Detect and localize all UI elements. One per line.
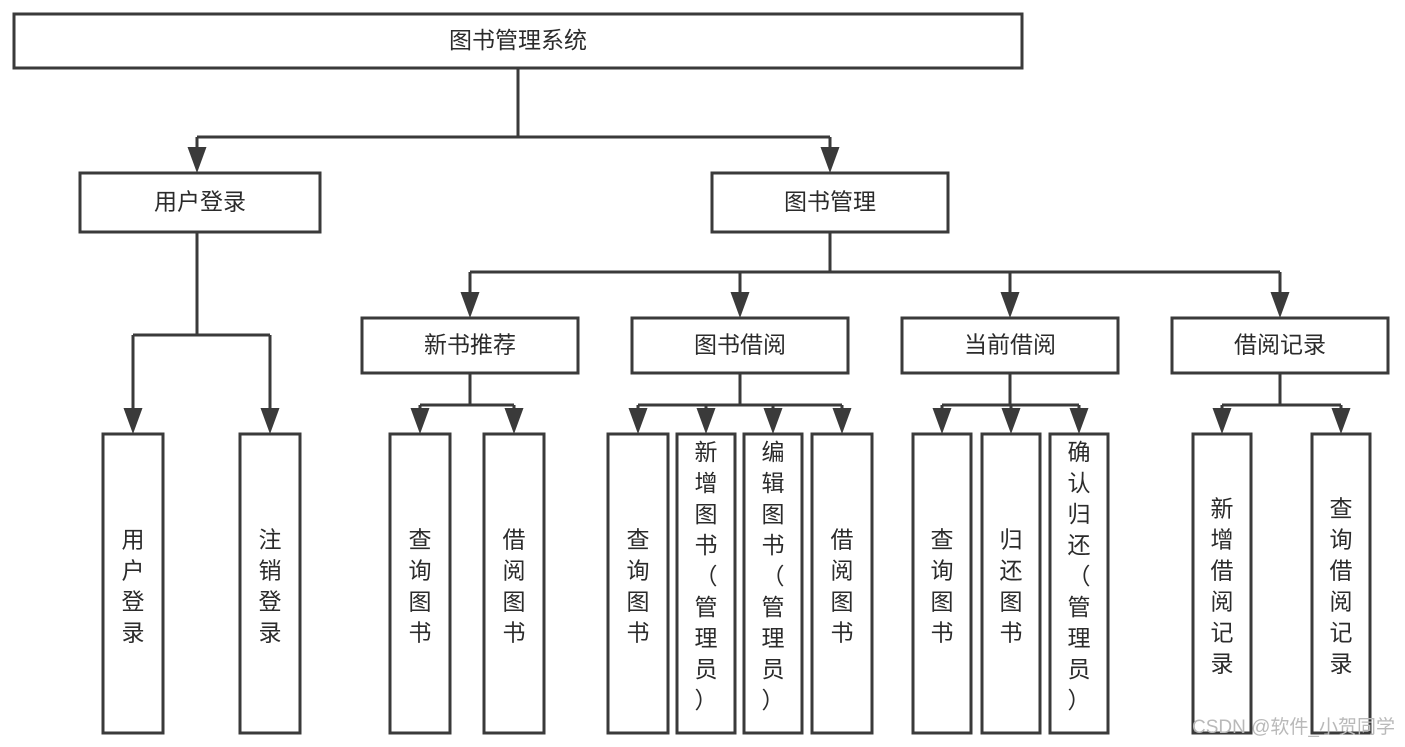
node-leaf-add-book[interactable]: 新增图书（管理员） (675, 432, 737, 735)
level1-drop-0-arrowhead (187, 147, 207, 173)
node-leaf-confirm-return-label: 确认归还（管理员） (1068, 439, 1091, 713)
book-mgmt-drop-2-arrowhead (1000, 292, 1020, 318)
node-leaf-edit-book-box[interactable] (742, 432, 804, 735)
node-leaf-return-book[interactable]: 归还图书 (980, 432, 1042, 735)
book-mgmt-drop-0-arrowhead (460, 292, 480, 318)
book-borrow-leaf-drop-0-arrowhead (628, 408, 648, 434)
node-book-borrow[interactable]: 图书借阅 (630, 316, 850, 375)
node-leaf-borrow-book-box[interactable] (810, 432, 874, 735)
node-leaf-confirm-return[interactable]: 确认归还（管理员） (1048, 432, 1110, 735)
current-borrow-leaf-drop-2-arrowhead (1069, 408, 1089, 434)
node-leaf-query-book-recommend-label: 查询图书 (409, 527, 432, 646)
node-root-label: 图书管理系统 (449, 27, 587, 53)
node-leaf-user-logout-box[interactable] (238, 432, 302, 735)
node-book-management-box[interactable] (710, 171, 950, 234)
node-leaf-user-login[interactable]: 用户登录 (101, 432, 165, 735)
node-book-management-label: 图书管理 (784, 189, 876, 215)
node-book-borrow-box[interactable] (630, 316, 850, 375)
node-leaf-user-login-label: 用户登录 (122, 527, 145, 646)
node-new-book-recommend[interactable]: 新书推荐 (360, 316, 580, 375)
node-borrow-record-label: 借阅记录 (1234, 332, 1326, 358)
node-borrow-record[interactable]: 借阅记录 (1170, 316, 1390, 375)
current-borrow-leaf-drop-1-arrowhead (1001, 408, 1021, 434)
node-current-borrow[interactable]: 当前借阅 (900, 316, 1120, 375)
node-leaf-borrow-book-recommend-label: 借阅图书 (503, 527, 526, 646)
book-borrow-leaf-drop-3-arrowhead (832, 408, 852, 434)
node-leaf-return-book-label: 归还图书 (1000, 527, 1023, 646)
node-leaf-edit-book[interactable]: 编辑图书（管理员） (742, 432, 804, 735)
node-leaf-query-book-recommend[interactable]: 查询图书 (388, 432, 452, 735)
node-leaf-borrow-book-recommend[interactable]: 借阅图书 (482, 432, 546, 735)
node-current-borrow-label: 当前借阅 (964, 332, 1056, 358)
node-leaf-query-book-current-label: 查询图书 (931, 527, 954, 646)
node-leaf-add-borrow-record-box[interactable] (1191, 432, 1253, 735)
node-new-book-recommend-label: 新书推荐 (424, 332, 516, 358)
watermark-label: CSDN @软件_小贺同学 (1192, 716, 1395, 738)
book-mgmt-drop-3-arrowhead (1270, 292, 1290, 318)
node-leaf-borrow-book[interactable]: 借阅图书 (810, 432, 874, 735)
node-user-login[interactable]: 用户登录 (78, 171, 322, 234)
node-root-box[interactable] (12, 12, 1024, 70)
node-user-login-box[interactable] (78, 171, 322, 234)
node-leaf-query-book-recommend-box[interactable] (388, 432, 452, 735)
node-leaf-edit-book-label: 编辑图书（管理员） (762, 439, 785, 713)
user-login-drop-1-arrowhead (260, 408, 280, 434)
node-leaf-borrow-book-label: 借阅图书 (831, 527, 854, 646)
node-leaf-query-borrow-record-box[interactable] (1310, 432, 1372, 735)
node-leaf-user-logout-label: 注销登录 (259, 527, 282, 646)
borrow-record-leaf-drop-0-arrowhead (1212, 408, 1232, 434)
node-leaf-query-book-borrow-label: 查询图书 (627, 527, 650, 646)
node-borrow-record-box[interactable] (1170, 316, 1390, 375)
node-leaf-query-borrow-record-label: 查询借阅记录 (1330, 496, 1353, 677)
node-leaf-query-book-borrow-box[interactable] (606, 432, 670, 735)
node-leaf-query-book-current-box[interactable] (911, 432, 973, 735)
current-borrow-leaf-drop-0-arrowhead (932, 408, 952, 434)
node-leaf-add-borrow-record-label: 新增借阅记录 (1211, 496, 1234, 677)
node-leaf-query-borrow-record[interactable]: 查询借阅记录 (1310, 432, 1372, 735)
new-book-recommend-leaf-drop-0-arrowhead (410, 408, 430, 434)
node-book-management[interactable]: 图书管理 (710, 171, 950, 234)
node-user-login-label: 用户登录 (154, 189, 246, 215)
node-leaf-add-book-box[interactable] (675, 432, 737, 735)
node-new-book-recommend-box[interactable] (360, 316, 580, 375)
node-leaf-add-book-label: 新增图书（管理员） (695, 439, 718, 713)
node-leaf-add-borrow-record[interactable]: 新增借阅记录 (1191, 432, 1253, 735)
user-login-drop-0-arrowhead (123, 408, 143, 434)
node-layer: 图书管理系统用户登录图书管理新书推荐图书借阅当前借阅借阅记录用户登录注销登录查询… (12, 12, 1390, 735)
node-leaf-return-book-box[interactable] (980, 432, 1042, 735)
borrow-record-leaf-drop-1-arrowhead (1331, 408, 1351, 434)
node-leaf-user-logout[interactable]: 注销登录 (238, 432, 302, 735)
new-book-recommend-leaf-drop-1-arrowhead (504, 408, 524, 434)
connector-layer (123, 68, 1351, 434)
node-leaf-confirm-return-box[interactable] (1048, 432, 1110, 735)
node-leaf-borrow-book-recommend-box[interactable] (482, 432, 546, 735)
node-root[interactable]: 图书管理系统 (12, 12, 1024, 70)
node-leaf-query-book-borrow[interactable]: 查询图书 (606, 432, 670, 735)
book-mgmt-drop-1-arrowhead (730, 292, 750, 318)
level1-drop-1-arrowhead (820, 147, 840, 173)
node-leaf-user-login-box[interactable] (101, 432, 165, 735)
book-borrow-leaf-drop-1-arrowhead (696, 408, 716, 434)
node-book-borrow-label: 图书借阅 (694, 332, 786, 358)
node-leaf-query-book-current[interactable]: 查询图书 (911, 432, 973, 735)
node-current-borrow-box[interactable] (900, 316, 1120, 375)
book-borrow-leaf-drop-2-arrowhead (763, 408, 783, 434)
